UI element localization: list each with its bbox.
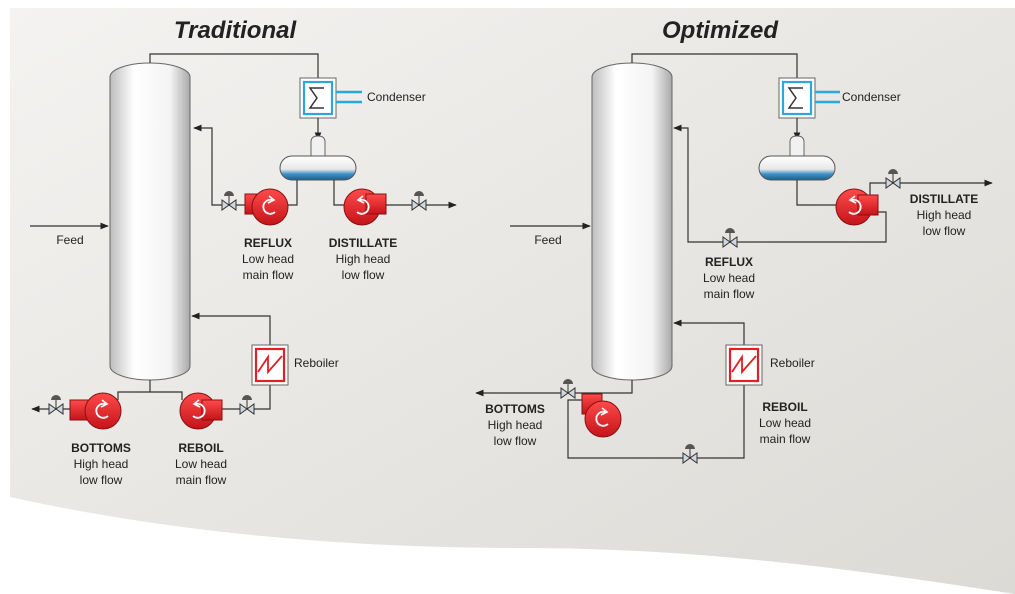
valve-icon <box>411 191 427 211</box>
svg-text:main flow: main flow <box>243 268 294 282</box>
svg-text:REFLUX: REFLUX <box>244 236 292 250</box>
condenser-icon <box>299 77 362 119</box>
feed-label: Feed <box>56 233 83 247</box>
distillate-pump-label: DISTILLATE High head low flow <box>910 192 978 238</box>
valve-icon <box>560 379 576 399</box>
svg-text:DISTILLATE: DISTILLATE <box>329 236 397 250</box>
svg-text:High head: High head <box>488 418 543 432</box>
distillation-column <box>109 62 191 381</box>
condenser-label: Condenser <box>367 90 426 104</box>
valve-icon <box>221 191 237 211</box>
svg-text:Low head: Low head <box>242 252 294 266</box>
bottoms-pump-label: BOTTOMS High head low flow <box>485 402 545 448</box>
optimized-diagram: Optimized Condenser Feed <box>475 17 993 464</box>
svg-text:low flow: low flow <box>923 224 966 238</box>
reflux-pump-icon <box>244 188 289 226</box>
traditional-diagram: Traditional Condenser Feed <box>30 17 457 487</box>
reboiler-label: Reboiler <box>294 356 339 370</box>
valve-icon <box>239 395 255 415</box>
distillate-pump-label: DISTILLATE High head low flow <box>329 236 397 282</box>
condenser-label: Condenser <box>842 90 901 104</box>
svg-text:main flow: main flow <box>760 432 811 446</box>
reflux-drum-icon <box>279 135 357 181</box>
svg-text:low flow: low flow <box>494 434 537 448</box>
svg-text:REFLUX: REFLUX <box>705 255 753 269</box>
svg-text:High head: High head <box>917 208 972 222</box>
reflux-drum-icon <box>758 135 836 181</box>
svg-text:main flow: main flow <box>704 287 755 301</box>
reboil-pump-icon <box>179 392 223 430</box>
traditional-title: Traditional <box>174 17 298 44</box>
svg-text:High head: High head <box>74 457 129 471</box>
reflux-pump-label: REFLUX Low head main flow <box>703 255 755 301</box>
reboil-pump-label: REBOIL Low head main flow <box>759 400 811 446</box>
svg-text:low flow: low flow <box>80 473 123 487</box>
reflux-pump-label: REFLUX Low head main flow <box>242 236 294 282</box>
bottoms-pump-label: BOTTOMS High head low flow <box>71 441 131 487</box>
distillate-pump-icon <box>343 188 387 226</box>
svg-text:Low head: Low head <box>175 457 227 471</box>
reboiler-label: Reboiler <box>770 356 815 370</box>
svg-text:main flow: main flow <box>176 473 227 487</box>
svg-text:BOTTOMS: BOTTOMS <box>485 402 545 416</box>
distillation-column <box>591 62 673 381</box>
svg-text:BOTTOMS: BOTTOMS <box>71 441 131 455</box>
valve-icon <box>722 228 738 248</box>
reboil-pump-label: REBOIL Low head main flow <box>175 441 227 487</box>
background-panel <box>10 8 1015 594</box>
valve-icon <box>885 169 901 189</box>
valve-icon <box>48 395 64 415</box>
svg-text:Low head: Low head <box>759 416 811 430</box>
distillate-pump-icon <box>835 188 879 226</box>
svg-text:DISTILLATE: DISTILLATE <box>910 192 978 206</box>
optimized-title: Optimized <box>662 17 779 44</box>
svg-text:REBOIL: REBOIL <box>762 400 807 414</box>
svg-text:REBOIL: REBOIL <box>178 441 223 455</box>
reboiler-icon <box>725 344 763 386</box>
svg-text:low flow: low flow <box>342 268 385 282</box>
reboiler-icon <box>251 344 289 386</box>
svg-text:High head: High head <box>336 252 391 266</box>
feed-label: Feed <box>534 233 561 247</box>
bottoms-pump-icon <box>581 393 622 438</box>
bottoms-pump-icon <box>69 392 122 430</box>
valve-icon <box>682 444 698 464</box>
condenser-icon <box>778 77 840 119</box>
svg-text:Low head: Low head <box>703 271 755 285</box>
